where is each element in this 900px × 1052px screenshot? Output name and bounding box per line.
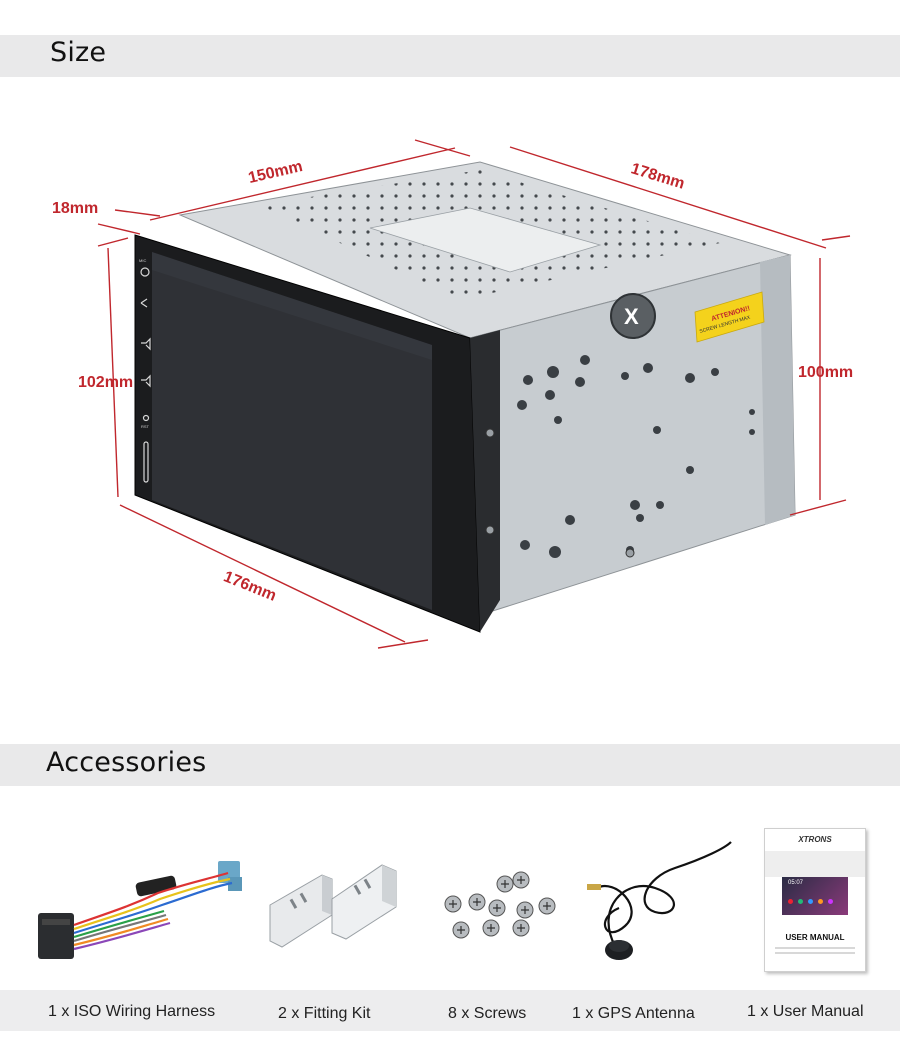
top-label-plate [369, 207, 602, 273]
dim-panel-depth: 18mm [52, 200, 99, 217]
wiring-harness-icon [38, 861, 242, 959]
manual-time: 05:07 [788, 880, 804, 886]
svg-text:X: X [624, 304, 639, 329]
size-section-header: Size [0, 35, 900, 77]
power-icon [140, 267, 150, 277]
user-manual-icon: XTRONS 05:07 USER MANUAL [764, 828, 866, 972]
accessories-title: Accessories [46, 747, 207, 778]
volume-down-icon [141, 374, 151, 388]
size-title: Size [50, 37, 107, 68]
caption-screws: 8 x Screws [448, 1005, 527, 1022]
back-icon [140, 298, 148, 308]
bracket-icon [269, 864, 397, 948]
dim-front-height: 102mm [78, 374, 134, 391]
manual-brand: XTRONS [798, 835, 832, 844]
mic-label: MIC [139, 258, 146, 263]
volume-up-icon [141, 337, 151, 351]
caption-fitting-kit: 2 x Fitting Kit [278, 1005, 371, 1022]
reset-icon [142, 414, 150, 422]
brand-seal-icon: X [610, 293, 656, 339]
rst-label: RST [141, 424, 150, 429]
accessories-caption-band [0, 990, 900, 1031]
screen [152, 252, 432, 610]
gps-antenna-icon [587, 841, 732, 960]
caption-user-manual: 1 x User Manual [747, 1003, 864, 1020]
front-buttons [140, 267, 151, 483]
caption-wiring-harness: 1 x ISO Wiring Harness [48, 1003, 216, 1020]
manual-screen-image: 05:07 [782, 877, 848, 915]
product-dimension-diagram: ATTENION!! SCREW LENGTH MAX X MIC RST [97, 139, 851, 649]
dimension-lines [97, 139, 851, 649]
sd-slot-icon [143, 441, 149, 483]
manual-title: USER MANUAL [785, 933, 845, 942]
accessories-section-header: Accessories [0, 744, 900, 786]
screws-icon [444, 871, 556, 939]
side-mount-holes [517, 355, 755, 558]
dim-chassis-height: 100mm [798, 364, 854, 381]
caption-gps-antenna: 1 x GPS Antenna [572, 1005, 695, 1022]
attention-label: ATTENION!! SCREW LENGTH MAX [694, 291, 765, 343]
